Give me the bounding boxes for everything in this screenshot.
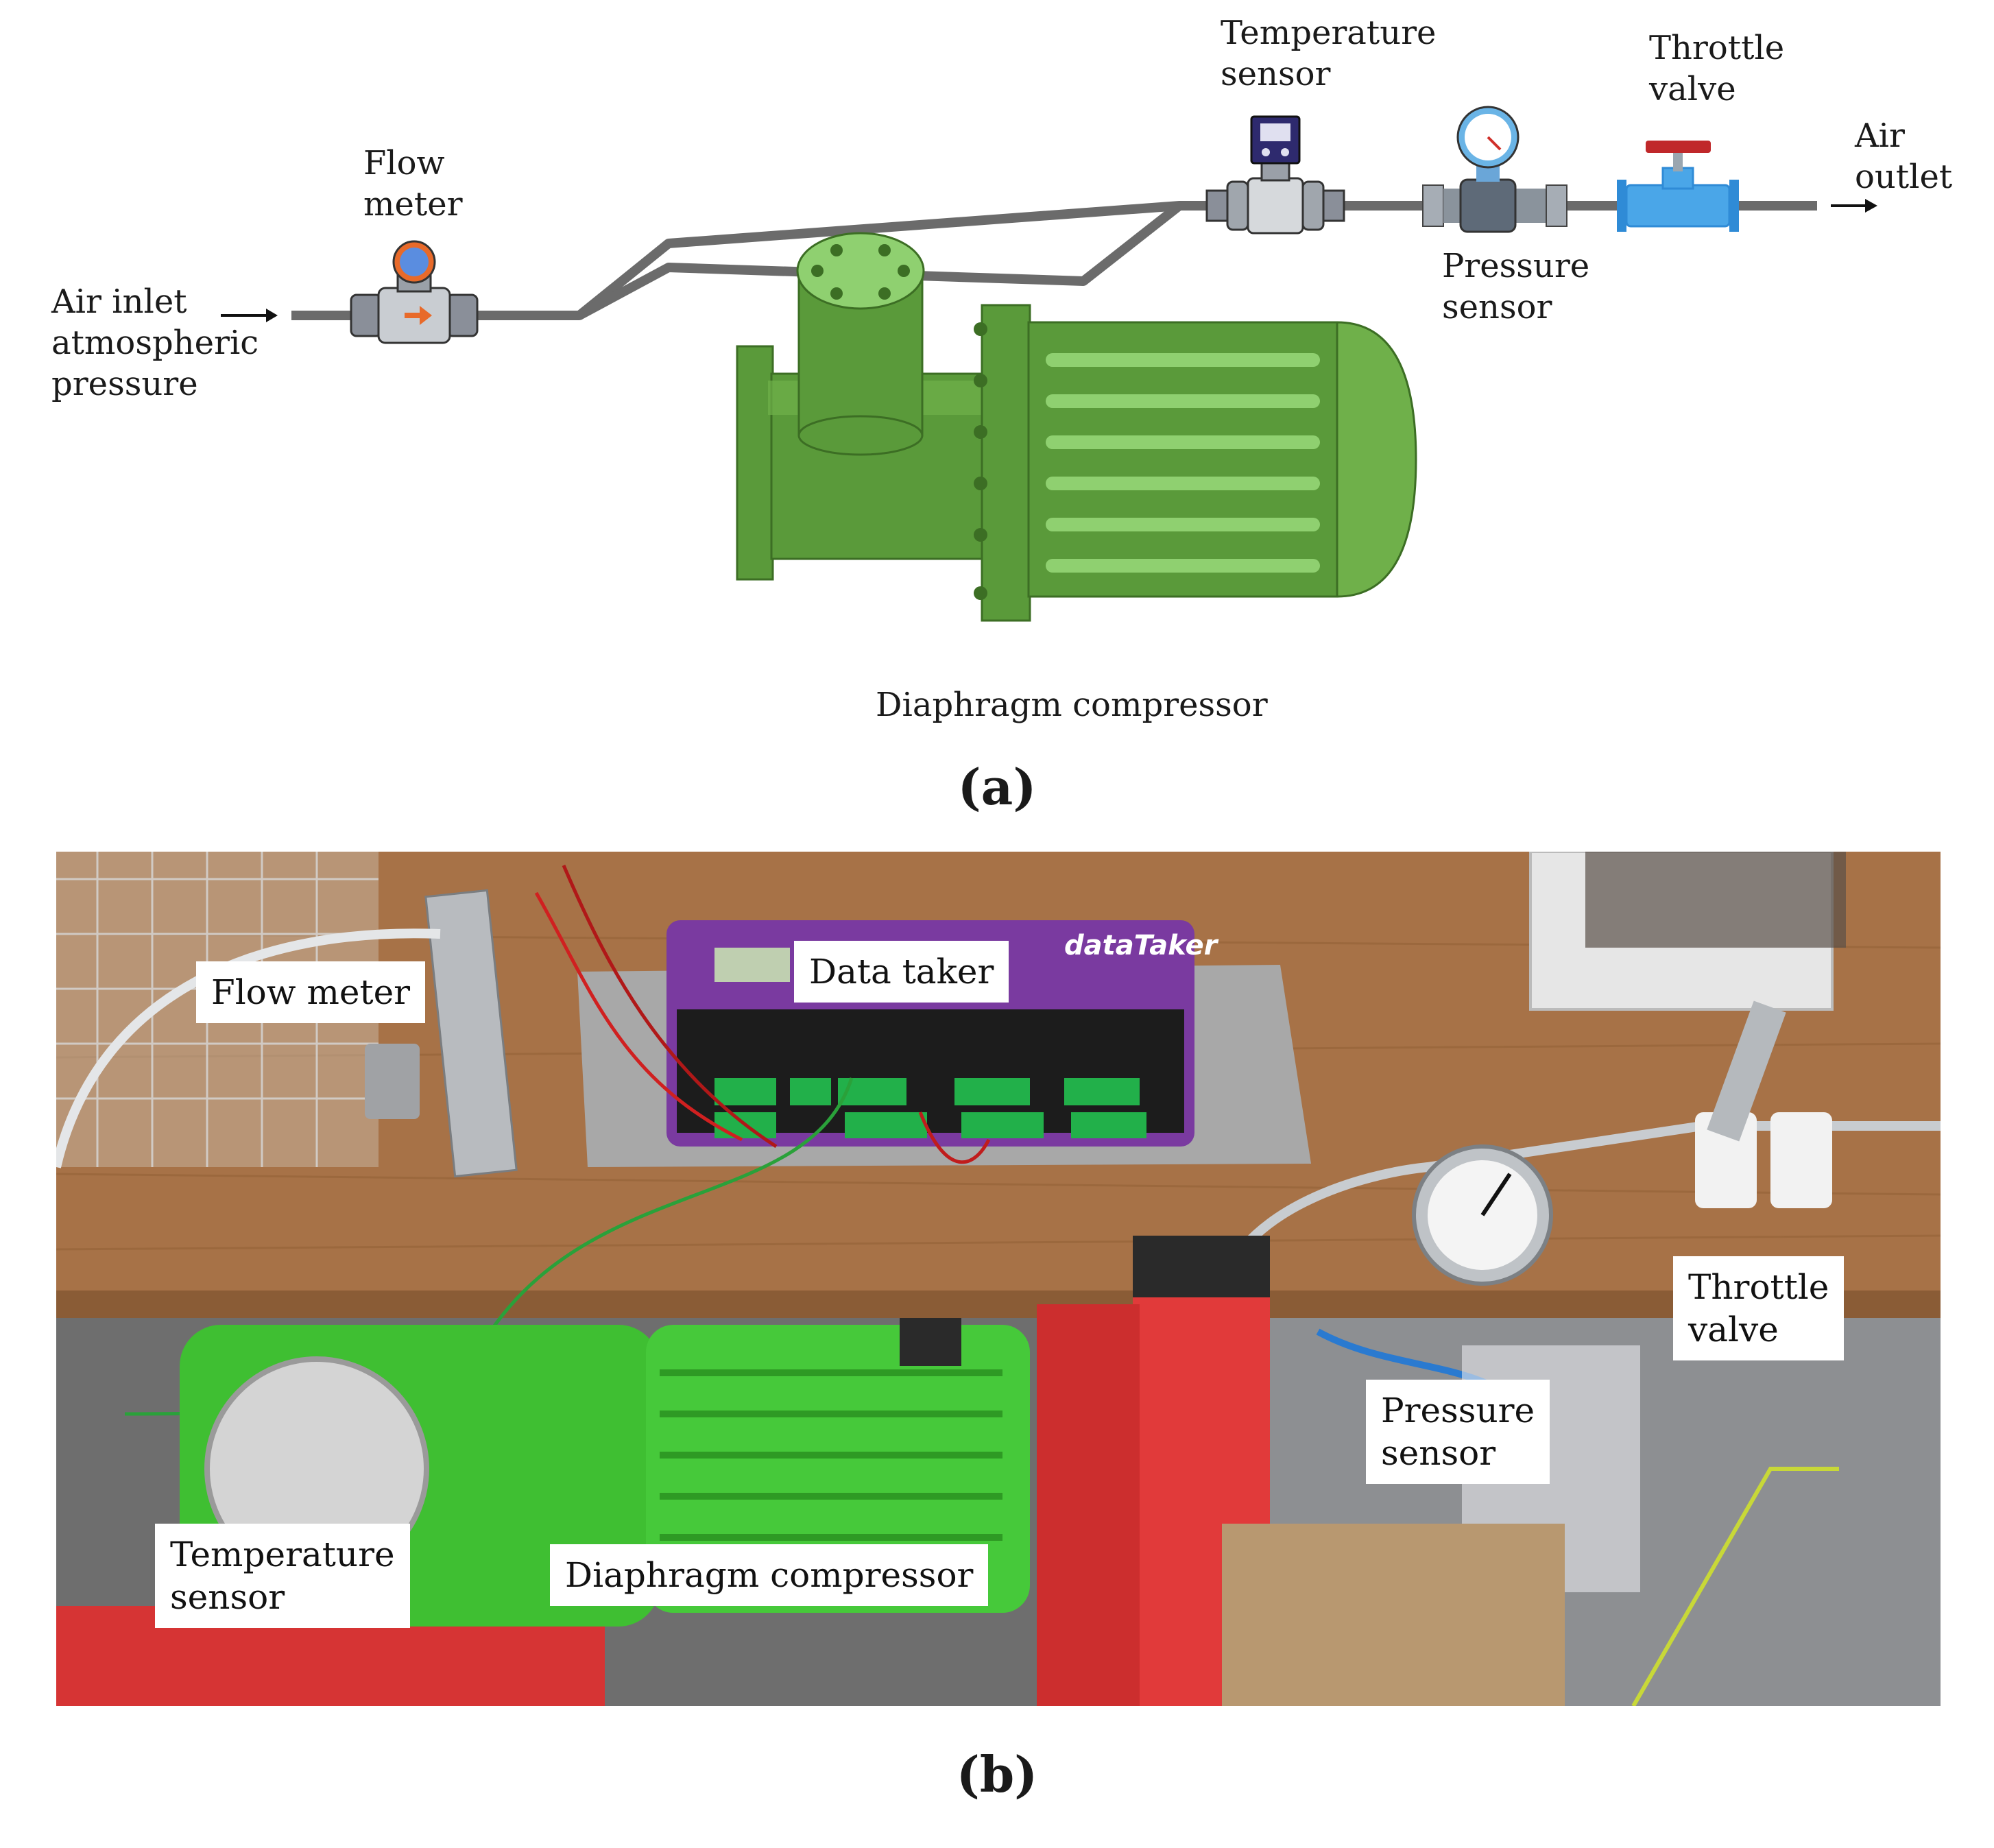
compressor-icon — [736, 232, 1417, 622]
throttle-valve-photo-label: Throttle valve — [1673, 1256, 1845, 1360]
pressure-sensor-photo-label: Pressure sensor — [1366, 1380, 1550, 1484]
setup-photograph: dataTaker — [56, 852, 1941, 1706]
temperature-sensor-photo-label: Temperature sensor — [155, 1524, 410, 1628]
flow-meter-label: Flow meter — [363, 144, 463, 224]
inlet-arrow — [221, 309, 278, 322]
compressor-photo-label: Diaphragm compressor — [550, 1544, 989, 1606]
temperature-sensor-icon — [1205, 115, 1345, 235]
throttle-valve-label: Throttle valve — [1649, 29, 1785, 108]
outlet-arrow — [1831, 199, 1877, 213]
flow-meter-icon — [350, 240, 479, 344]
air-outlet-label: Air outlet — [1855, 117, 1953, 196]
logger-brand-text: dataTaker — [1064, 930, 1219, 961]
caption-b: (b) — [956, 1745, 1038, 1803]
pressure-sensor-icon — [1422, 106, 1567, 233]
temperature-sensor-label: Temperature sensor — [1221, 14, 1437, 93]
data-taker-photo-label: Data taker — [794, 941, 1009, 1003]
schematic-diagram — [221, 106, 1877, 622]
caption-a: (a) — [957, 758, 1037, 816]
pressure-gauge-photo — [1412, 1144, 1553, 1286]
air-inlet-label: Air inlet atmospheric pressure — [51, 283, 259, 403]
throttle-valve-icon — [1617, 141, 1739, 232]
flow-meter-photo-label: Flow meter — [196, 961, 426, 1023]
pressure-sensor-label: Pressure sensor — [1442, 247, 1590, 326]
compressor-label: Diaphragm compressor — [876, 686, 1268, 724]
